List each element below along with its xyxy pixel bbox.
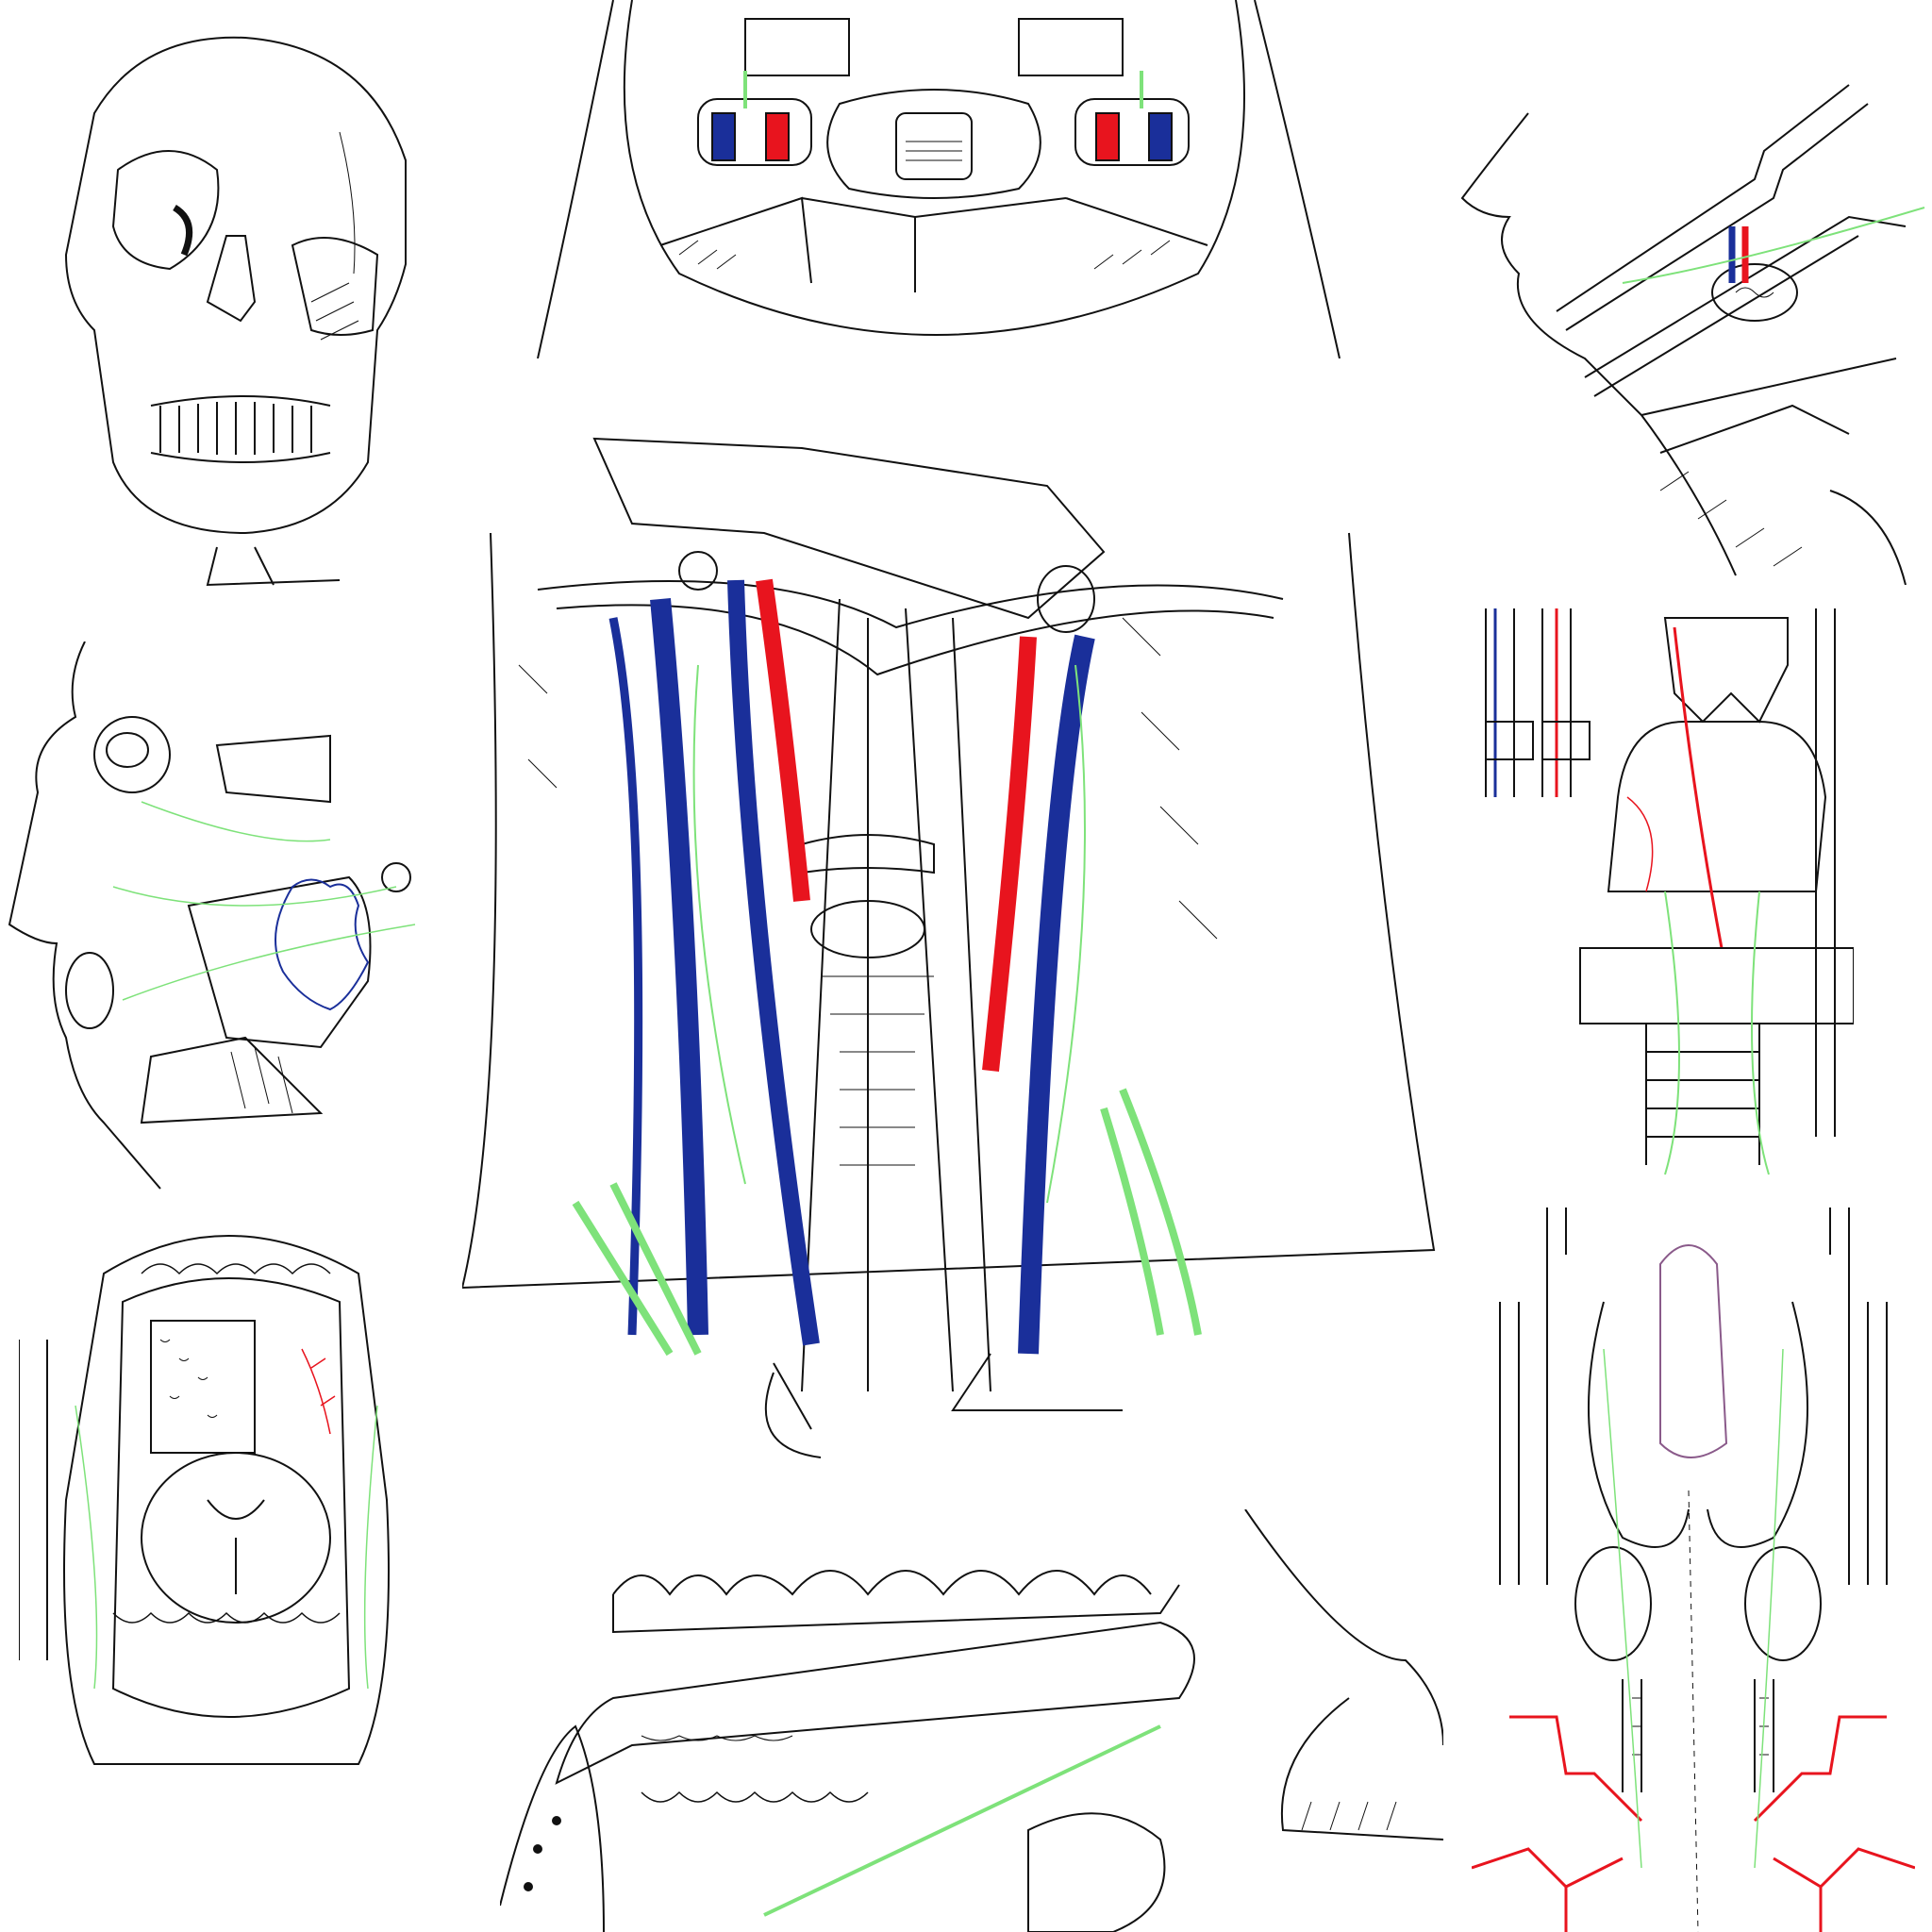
panel-mandible-sublingual — [500, 1509, 1443, 1932]
oral-cavity-drawing — [19, 1235, 390, 1765]
panel-thyroid-vessels — [1472, 1208, 1915, 1932]
panel-neck-cross-section — [519, 0, 1349, 358]
panel-face-lateral — [0, 641, 453, 1198]
panel-skull-frontal — [28, 19, 425, 594]
face-lateral-drawing — [8, 641, 416, 1190]
cross-section-drawing — [537, 0, 1341, 358]
panel-oral-cavity — [19, 1217, 434, 1802]
mandible-drawing — [500, 1509, 1443, 1932]
submandibular-drawing — [1460, 84, 1925, 585]
panel-larynx-thyroid — [1476, 608, 1854, 1184]
panel-anterior-neck — [462, 429, 1439, 1472]
thyroid-drawing — [1472, 1208, 1915, 1932]
anterior-neck-drawing — [462, 437, 1436, 1458]
larynx-drawing — [1485, 608, 1854, 1175]
skull-drawing — [64, 36, 407, 587]
panel-submandibular-lateral — [1453, 75, 1932, 585]
